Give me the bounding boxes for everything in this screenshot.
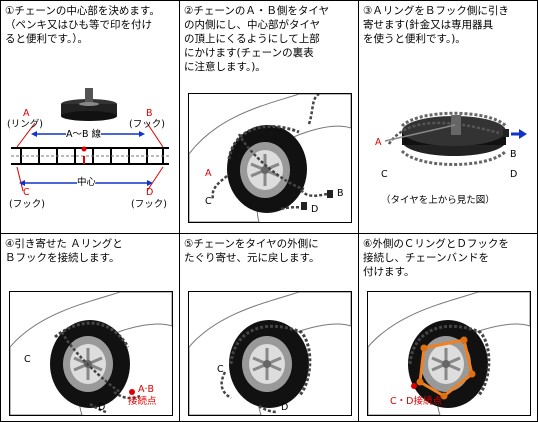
step-6-text: ⑥外側のＣリングとＤフックを 接続し、チェーンバンドを 付けます。	[363, 237, 533, 279]
step3-label-c: C	[381, 169, 388, 180]
label-center: 中心	[77, 177, 96, 188]
step2-label-a: A	[205, 168, 212, 179]
label-b: B	[146, 108, 153, 119]
step-3-cell: ③ＡリングをＢフック側に引き 寄せます(針金又は専用器具 を使うと便利です。)。…	[359, 1, 537, 234]
label-c: C	[23, 187, 30, 198]
step-6-cell: ⑥外側のＣリングとＤフックを 接続し、チェーンバンドを 付けます。 C・D接続点	[359, 234, 537, 421]
step-5-diagram	[189, 292, 351, 415]
step5-label-c: C	[217, 364, 224, 375]
step-5-text: ⑤チェーンをタイヤの外側に たぐり寄せ、元に戻します。	[184, 237, 354, 265]
label-ab-line: A～B 線	[66, 129, 101, 140]
step3-caption: （タイヤを上から見た図）	[381, 195, 495, 206]
label-d-hook: (フック)	[131, 199, 167, 210]
label-a: A	[23, 108, 30, 119]
step3-label-b: B	[510, 149, 517, 160]
step-4-cell: ④引き寄せた Ａリングと Ｂフックを接続します。 C A·B 接続点 D	[1, 234, 180, 421]
step-5-frame: C D	[188, 291, 352, 416]
step4-label-c: C	[24, 354, 31, 365]
label-c-hook: (フック)	[9, 199, 45, 210]
step-2-text: ②チェーンのＡ・Ｂ側をタイヤ の内側にし、中心部がタイヤ の頂上にくるようにして…	[184, 4, 354, 74]
step-6-frame: C・D接続点	[367, 291, 531, 416]
step6-label-cd-joint: C・D接続点	[390, 396, 442, 407]
step3-label-d: D	[510, 169, 517, 180]
step-2-frame: A C B D	[188, 93, 352, 223]
label-b-hook: (フック)	[129, 119, 165, 130]
step4-label-d: D	[98, 402, 105, 413]
step2-label-d: D	[311, 204, 318, 215]
step5-label-d: D	[281, 402, 288, 413]
step3-label-a: A	[375, 137, 382, 148]
step-2-cell: ②チェーンのＡ・Ｂ側をタイヤ の内側にし、中心部がタイヤ の頂上にくるようにして…	[180, 1, 359, 234]
label-a-ring: (リング)	[7, 119, 43, 130]
step-1-cell: ①チェーンの中心部を決めます。 （ペンキ又はひも等で印を付け ると便利です。）。	[1, 1, 180, 234]
step-5-cell: ⑤チェーンをタイヤの外側に たぐり寄せ、元に戻します。 C D	[180, 234, 359, 421]
step-4-text: ④引き寄せた Ａリングと Ｂフックを接続します。	[5, 237, 175, 265]
step4-label-ab: A·B	[138, 384, 154, 395]
label-d: D	[146, 187, 153, 198]
step2-label-b: B	[337, 188, 344, 199]
step-2-diagram	[189, 94, 351, 222]
step2-label-c: C	[205, 196, 212, 207]
step4-label-ab-joint: 接続点	[128, 396, 157, 407]
step-4-frame: C A·B 接続点 D	[9, 291, 173, 416]
